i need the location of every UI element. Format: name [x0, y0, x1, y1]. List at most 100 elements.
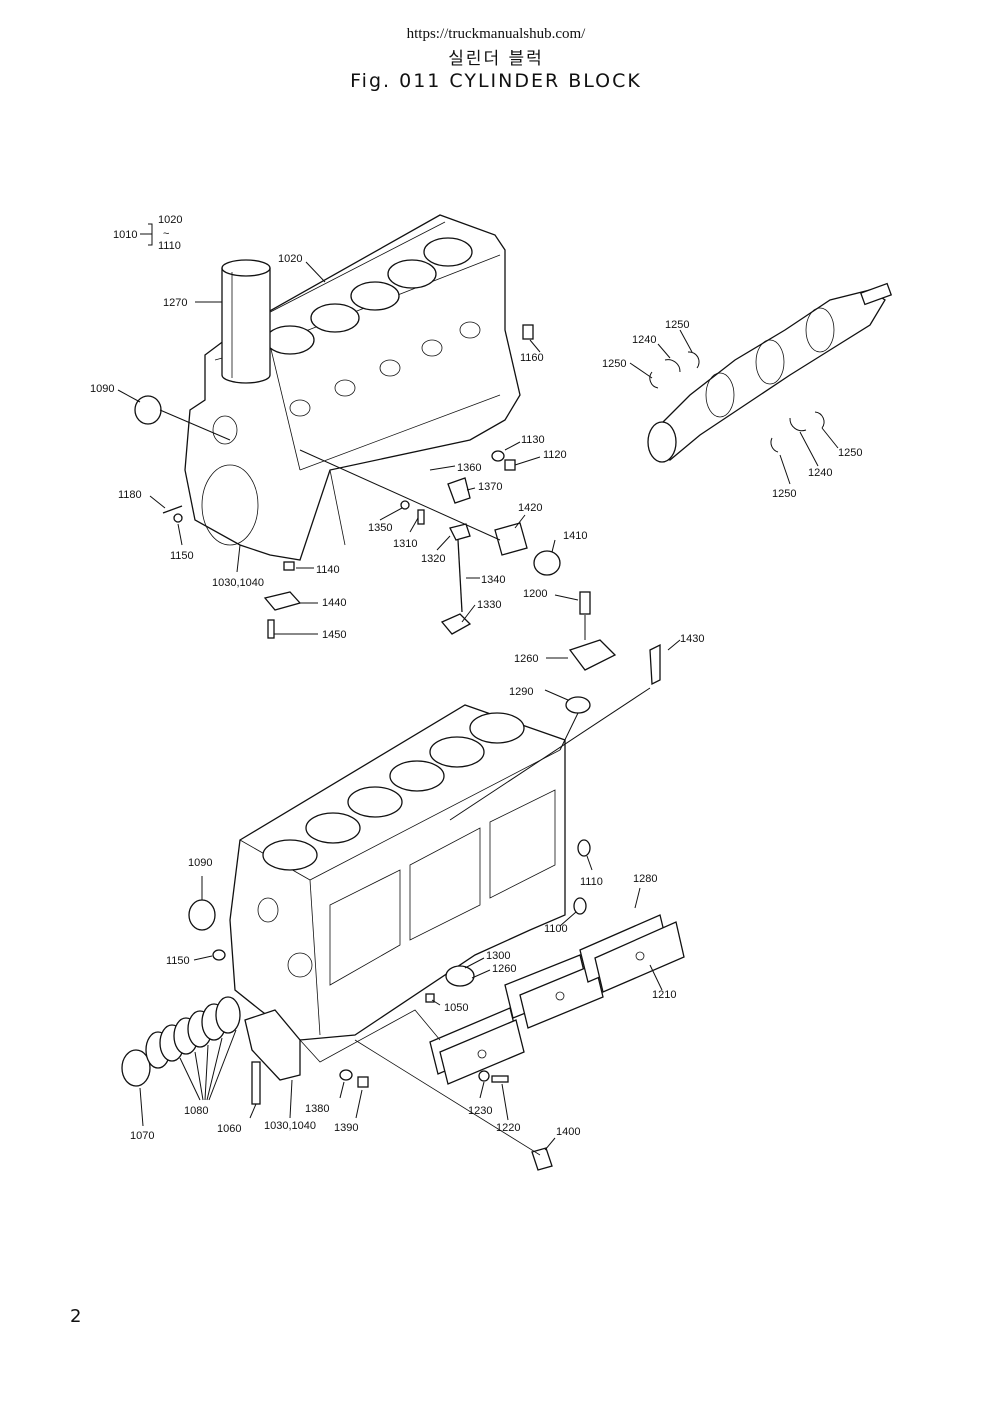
figure-title-korean: 실린더 블럭	[448, 49, 544, 69]
side-covers	[429, 914, 685, 1085]
callout-1240-b: 1240	[808, 467, 832, 479]
oil-seal-1070	[121, 1049, 151, 1087]
callout-tilde: ~	[163, 228, 169, 240]
callout-1340: 1340	[481, 574, 505, 586]
piston-ring-f	[215, 996, 241, 1034]
callout-1210: 1210	[652, 989, 676, 1001]
callout-1130: 1130	[521, 434, 545, 446]
bolt-1310	[417, 509, 425, 525]
callout-1330: 1330	[477, 599, 501, 611]
clamp-1440	[263, 591, 302, 611]
cover-1260-lower	[445, 965, 475, 987]
callout-1310: 1310	[393, 538, 417, 550]
plug-1100	[573, 897, 587, 915]
oil-pipe-1340	[457, 539, 463, 613]
callout-1420: 1420	[518, 502, 542, 514]
callout-1150-lower: 1150	[166, 955, 190, 967]
crankshaft	[647, 282, 893, 463]
callout-1250-d: 1250	[772, 488, 796, 500]
pin-1180	[162, 505, 183, 514]
cylinder-liner	[221, 259, 271, 384]
callout-1270: 1270	[163, 297, 187, 309]
callout-1160: 1160	[520, 352, 544, 364]
callout-1410: 1410	[563, 530, 587, 542]
relief-valve-1420	[494, 522, 528, 556]
callout-1290: 1290	[509, 686, 533, 698]
bearing-1240-b	[789, 417, 807, 432]
plug-1150-lower	[212, 949, 226, 961]
callout-1100: 1100	[544, 923, 568, 935]
plug-1110	[577, 839, 591, 857]
bracket-1330	[440, 613, 472, 635]
plug-1150-upper	[173, 513, 183, 523]
upper-cylinder-block	[184, 214, 521, 561]
callout-1260-lower: 1260	[492, 963, 516, 975]
callout-1230: 1230	[468, 1105, 492, 1117]
callout-1320: 1320	[421, 553, 445, 565]
callout-1150-upper: 1150	[170, 550, 194, 562]
thrust-washer-1250-c	[814, 411, 825, 429]
callout-1450: 1450	[322, 629, 346, 641]
callout-1380: 1380	[305, 1103, 329, 1115]
thrust-washer-1250-d	[770, 437, 779, 453]
callout-1360: 1360	[457, 462, 481, 474]
fitting-1320	[449, 523, 471, 541]
callout-1260-upper: 1260	[514, 653, 538, 665]
oring-1350	[400, 500, 410, 510]
expansion-plug-lower	[188, 899, 216, 931]
bolt-1060	[251, 1061, 261, 1105]
callout-1140: 1140	[316, 564, 340, 576]
callout-1010: 1010	[113, 229, 137, 241]
bolt-1200	[579, 591, 591, 615]
callout-1390: 1390	[334, 1122, 358, 1134]
callout-1080: 1080	[184, 1105, 208, 1117]
callout-1300: 1300	[486, 950, 510, 962]
callout-1030-1040-upper: 1030,1040	[212, 577, 264, 589]
plug-1390	[357, 1076, 369, 1088]
bearing-cap	[244, 1009, 301, 1081]
expansion-plug-upper	[134, 395, 162, 425]
callout-1350: 1350	[368, 522, 392, 534]
callout-1220: 1220	[496, 1122, 520, 1134]
callout-1370: 1370	[478, 481, 502, 493]
callout-1090-lower: 1090	[188, 857, 212, 869]
plug-1410	[533, 550, 561, 576]
bearing-1240-a	[664, 359, 681, 373]
figure-title: Fig. 011 CYLINDER BLOCK	[350, 70, 642, 92]
callout-1250-c: 1250	[838, 447, 862, 459]
gasket-1290	[565, 696, 591, 714]
washer-1230	[478, 1070, 490, 1082]
plug-1120	[504, 459, 516, 471]
callout-1440: 1440	[322, 597, 346, 609]
stud-1430	[649, 643, 661, 686]
cover-1260	[568, 639, 617, 671]
bolt-1450	[267, 619, 275, 639]
washer-1130	[491, 450, 505, 462]
leader-lines	[117, 223, 839, 1156]
washer-1380	[339, 1069, 353, 1081]
callout-1120: 1120	[543, 449, 567, 461]
thrust-washer-1250-b	[687, 351, 700, 369]
callout-1110-group: 1110	[158, 240, 181, 252]
callout-1250-b: 1250	[665, 319, 689, 331]
callout-labels: 1010 1020 ~ 1110 1020 1270 1160 1090 113…	[90, 214, 862, 1142]
plug-1050	[425, 993, 435, 1003]
callout-1250-a: 1250	[602, 358, 626, 370]
callout-1050: 1050	[444, 1002, 468, 1014]
callout-1070: 1070	[130, 1130, 154, 1142]
callout-1110: 1110	[580, 876, 603, 888]
plug-1160	[522, 324, 534, 340]
plug-1140	[283, 561, 295, 571]
callout-1030-1040-lower: 1030,1040	[264, 1120, 316, 1132]
sensor-1400	[531, 1147, 553, 1171]
source-url: https://truckmanualshub.com/	[406, 26, 586, 42]
callout-1240-a: 1240	[632, 334, 656, 346]
thrust-washer-1250-a	[649, 371, 659, 389]
bolt-1220	[491, 1075, 509, 1083]
callout-1090-upper: 1090	[90, 383, 114, 395]
callout-1180: 1180	[118, 489, 142, 501]
callout-1020: 1020	[278, 253, 302, 265]
callout-1400: 1400	[556, 1126, 580, 1138]
callout-1280: 1280	[633, 873, 657, 885]
